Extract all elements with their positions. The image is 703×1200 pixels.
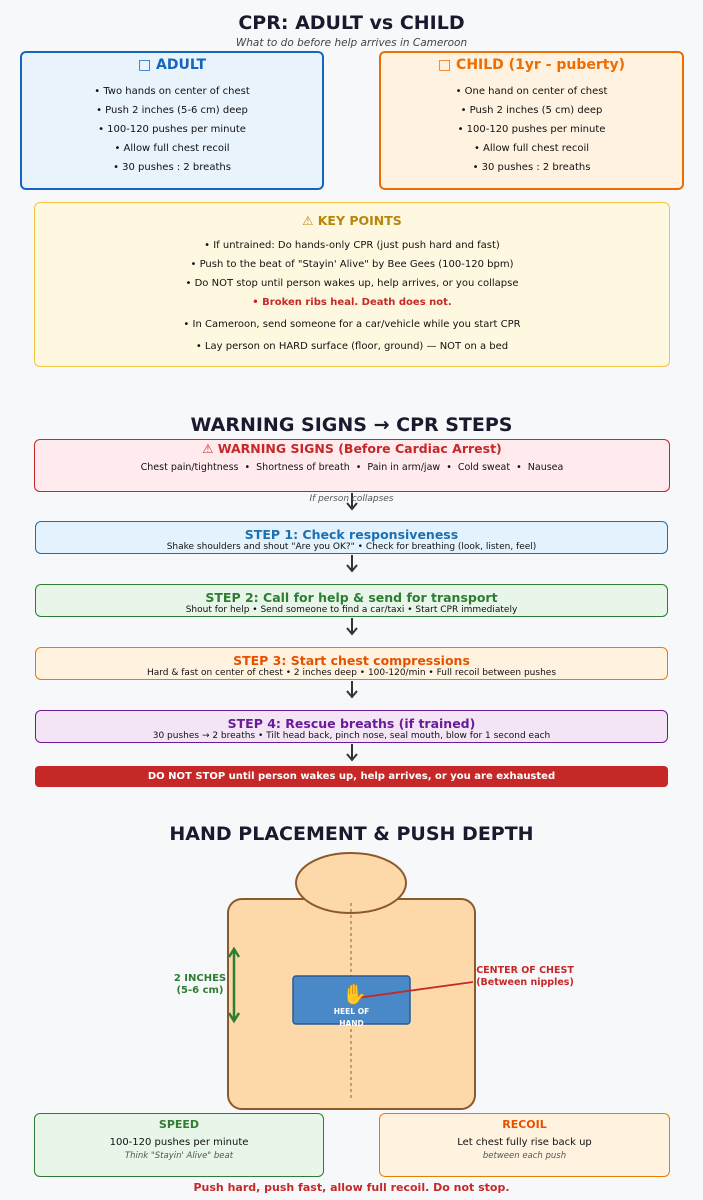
child-title: □ CHILD (1yr - puberty) <box>437 57 626 73</box>
pointer-dot <box>354 995 360 1001</box>
pointer-line <box>356 981 474 999</box>
head-shape <box>295 852 407 914</box>
warning-signs: Chest pain/tightness • Shortness of brea… <box>140 462 564 473</box>
hand-placement-area <box>292 975 411 1025</box>
step-1-card: STEP 1: Check responsiveness Shake shoul… <box>35 521 668 554</box>
recoil-line-2: between each push <box>482 1151 567 1161</box>
depth-arrow-top <box>227 946 241 958</box>
list-item: • Push 2 inches (5-6 cm) deep <box>96 105 248 116</box>
speed-line-1: 100-120 pushes per minute <box>109 1137 249 1148</box>
section-title-hand-placement: HAND PLACEMENT & PUSH DEPTH <box>169 823 534 845</box>
speed-title: SPEED <box>158 1118 200 1131</box>
recoil-title: RECOIL <box>502 1118 547 1131</box>
step-2-desc: Shout for help • Send someone to find a … <box>185 605 518 615</box>
depth-label-line-1: 2 INCHES <box>173 973 227 984</box>
hand-label-line-1: HEEL OF <box>333 1007 370 1016</box>
arrow-down-icon <box>346 681 358 699</box>
depth-arrow-bottom <box>227 1012 241 1024</box>
list-item: • 100-120 pushes per minute <box>457 124 606 135</box>
section-title-steps: WARNING SIGNS → CPR STEPS <box>190 414 513 436</box>
arrow-down-icon <box>346 618 358 636</box>
list-item: • Lay person on HARD surface (floor, gro… <box>195 341 509 352</box>
step-3-card: STEP 3: Start chest compressions Hard & … <box>35 647 668 680</box>
key-point-emphasis: • Broken ribs heal. Death does not. <box>252 297 452 308</box>
do-not-stop-banner: DO NOT STOP until person wakes up, help … <box>35 766 668 787</box>
adult-list: • Two hands on center of chest • Push 2 … <box>22 82 322 177</box>
list-item: • 30 pushes : 2 breaths <box>472 162 591 173</box>
adult-card: □ ADULT • Two hands on center of chest •… <box>20 51 324 190</box>
step-3-desc: Hard & fast on center of chest • 2 inche… <box>146 668 557 678</box>
arrow-down-icon <box>346 493 358 511</box>
list-item: • 30 pushes : 2 breaths <box>113 162 231 173</box>
child-card: □ CHILD (1yr - puberty) • One hand on ce… <box>379 51 684 190</box>
list-item: • Allow full chest recoil <box>473 143 590 154</box>
list-item: • Allow full chest recoil <box>114 143 230 154</box>
child-list: • One hand on center of chest • Push 2 i… <box>381 82 682 177</box>
list-item: • Two hands on center of chest <box>94 86 250 97</box>
hand-label-line-2: HAND <box>339 1019 364 1028</box>
step-2-title: STEP 2: Call for help & send for transpo… <box>205 590 498 605</box>
center-label-line-1: CENTER OF CHEST <box>476 965 574 976</box>
footer-note: Push hard, push fast, allow full recoil.… <box>193 1181 510 1194</box>
recoil-card: RECOIL Let chest fully rise back up betw… <box>379 1113 670 1177</box>
arrow-down-icon <box>346 555 358 573</box>
warning-card: ⚠ WARNING SIGNS (Before Cardiac Arrest) … <box>34 439 670 492</box>
hand-icon: ✋ <box>342 982 367 1006</box>
arrow-down-icon <box>346 744 358 762</box>
key-points-card: ⚠ KEY POINTS • If untrained: Do hands-on… <box>34 202 670 367</box>
center-label-line-2: (Between nipples) <box>476 977 574 988</box>
step-1-desc: Shake shoulders and shout "Are you OK?" … <box>166 542 537 552</box>
list-item: • Push to the beat of "Stayin' Alive" by… <box>190 259 514 270</box>
page-title: CPR: ADULT vs CHILD <box>238 12 465 34</box>
list-item: • In Cameroon, send someone for a car/ve… <box>183 319 521 330</box>
step-3-title: STEP 3: Start chest compressions <box>233 653 470 668</box>
center-of-chest-label: CENTER OF CHEST (Between nipples) <box>470 965 580 989</box>
list-item: • One hand on center of chest <box>455 86 608 97</box>
step-4-title: STEP 4: Rescue breaths (if trained) <box>227 716 476 731</box>
list-item: • Do NOT stop until person wakes up, hel… <box>185 278 519 289</box>
key-points-list: • If untrained: Do hands-only CPR (just … <box>35 236 669 356</box>
key-points-title: ⚠ KEY POINTS <box>302 213 402 228</box>
page-subtitle: What to do before help arrives in Camero… <box>235 37 468 49</box>
depth-label: 2 INCHES (5-6 cm) <box>168 973 232 997</box>
step-4-card: STEP 4: Rescue breaths (if trained) 30 p… <box>35 710 668 743</box>
collapse-label: If person collapses <box>309 494 394 504</box>
depth-label-line-2: (5-6 cm) <box>176 985 224 996</box>
step-4-desc: 30 pushes → 2 breaths • Tilt head back, … <box>152 731 551 741</box>
step-2-card: STEP 2: Call for help & send for transpo… <box>35 584 668 617</box>
speed-line-2: Think "Stayin' Alive" beat <box>124 1151 234 1161</box>
adult-title: □ ADULT <box>137 57 207 73</box>
warning-title: ⚠ WARNING SIGNS (Before Cardiac Arrest) <box>202 441 502 456</box>
speed-card: SPEED 100-120 pushes per minute Think "S… <box>34 1113 324 1177</box>
hand-label: HEEL OF HAND <box>293 1006 410 1030</box>
list-item: • If untrained: Do hands-only CPR (just … <box>204 240 500 251</box>
list-item: • Push 2 inches (5 cm) deep <box>460 105 603 116</box>
list-item: • 100-120 pushes per minute <box>98 124 246 135</box>
hand-placement-diagram <box>227 852 476 1110</box>
recoil-line-1: Let chest fully rise back up <box>457 1137 592 1148</box>
step-1-title: STEP 1: Check responsiveness <box>244 527 459 542</box>
